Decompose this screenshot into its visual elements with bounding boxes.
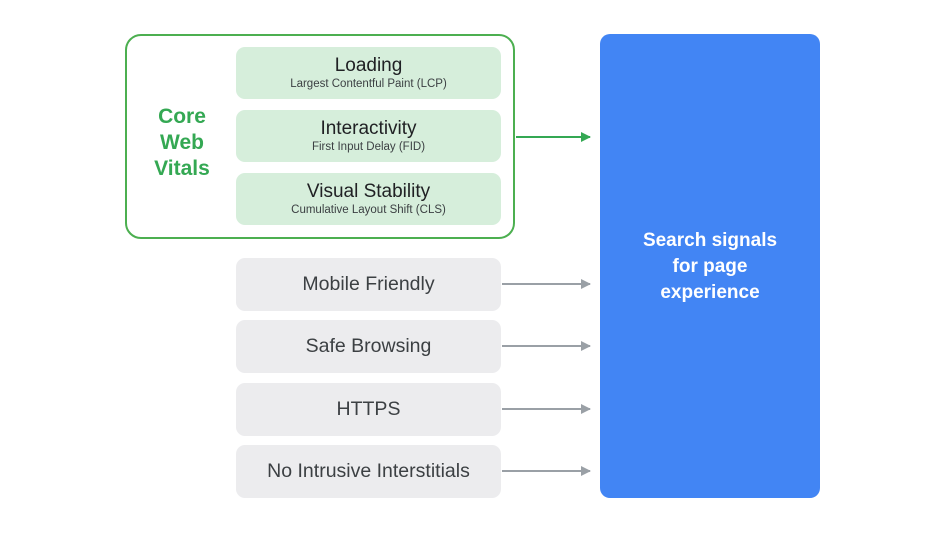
metric-visual-stability: Visual Stability Cumulative Layout Shift…: [236, 173, 501, 225]
core-web-vitals-label: Core Web Vitals: [154, 105, 210, 180]
metric-interactivity: Interactivity First Input Delay (FID): [236, 110, 501, 162]
signal-https: HTTPS: [236, 383, 501, 436]
signal-mobile-friendly: Mobile Friendly: [236, 258, 501, 311]
metric-subtitle: First Input Delay (FID): [311, 141, 426, 153]
signal-safe-browsing: Safe Browsing: [236, 320, 501, 373]
metric-loading: Loading Largest Contentful Paint (LCP): [236, 47, 501, 99]
metric-title: Visual Stability: [306, 181, 431, 202]
signal-no-intrusive-interstitials: No Intrusive Interstitials: [236, 445, 501, 498]
metric-title: Interactivity: [320, 118, 417, 139]
search-signals-box: [600, 34, 820, 498]
metric-subtitle: Largest Contentful Paint (LCP): [290, 78, 447, 90]
core-web-vitals-group: [125, 34, 515, 239]
metric-title: Loading: [334, 55, 403, 76]
search-signals-label: Search signals for page experience: [642, 230, 778, 303]
metric-subtitle: Cumulative Layout Shift (CLS): [291, 204, 446, 216]
